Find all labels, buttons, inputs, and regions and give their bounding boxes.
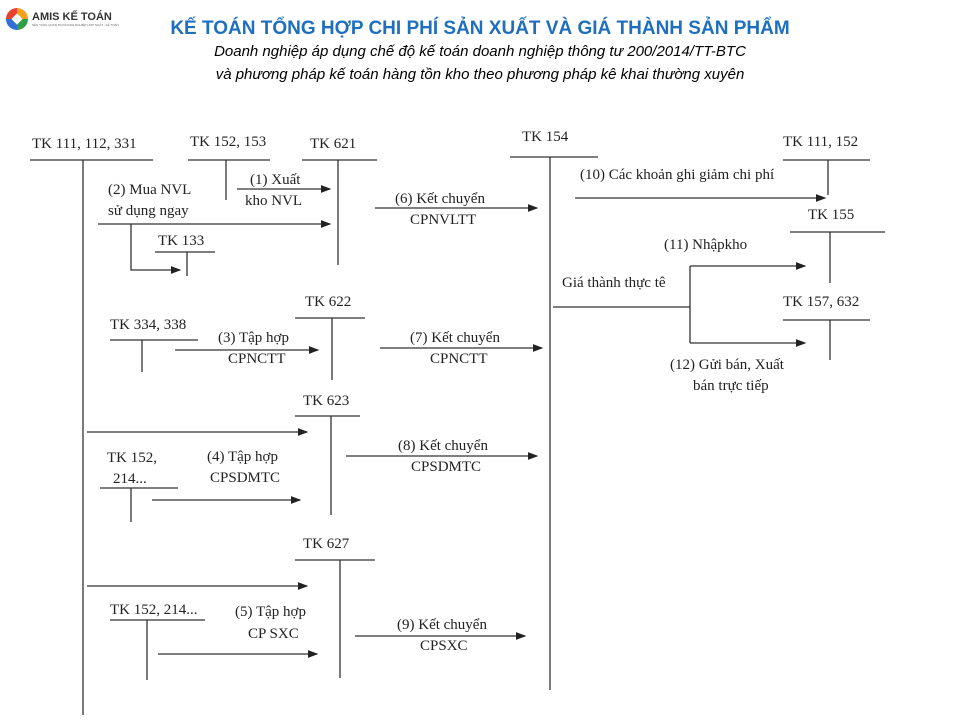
- account-label: TK 152,: [107, 450, 157, 466]
- flow-11: (11) Nhậpkho: [664, 237, 807, 270]
- flow-label: Giá thành thực tê: [562, 275, 666, 291]
- flow-label: (12) Gửi bán, Xuất: [670, 357, 785, 373]
- flow-label: (4) Tập hợp: [207, 449, 278, 465]
- t-account-623: TK 623: [295, 393, 360, 515]
- t-account-133: TK 133: [155, 233, 215, 276]
- t-account-157-632: TK 157, 632: [783, 294, 870, 360]
- t-account-155: TK 155: [790, 207, 885, 283]
- flow-label: (9) Kết chuyển: [397, 617, 487, 633]
- flow-label: (7) Kết chuyển: [410, 330, 500, 346]
- t-account-152-214-a: TK 152, 214...: [100, 450, 178, 522]
- account-label: TK 623: [303, 393, 349, 409]
- flow-label: CPSDMTC: [210, 470, 280, 486]
- account-label: TK 622: [305, 294, 351, 310]
- flow-label: (1) Xuất: [250, 172, 301, 188]
- flow-label: (6) Kết chuyển: [395, 191, 485, 207]
- account-label: 214...: [113, 471, 147, 487]
- t-account-334-338: TK 334, 338: [110, 317, 198, 372]
- t-account-111: TK 111, 112, 331: [30, 136, 153, 715]
- logo-name: AMIS KẾ TOÁN: [32, 10, 112, 23]
- account-label: TK 627: [303, 536, 350, 552]
- t-account-152-153: TK 152, 153: [188, 134, 270, 200]
- flow-2: (2) Mua NVL sử dụng ngay: [98, 182, 332, 274]
- account-label: TK 152, 214...: [110, 602, 198, 618]
- flow-label: CPNCTT: [430, 351, 488, 367]
- account-label: TK 133: [158, 233, 204, 249]
- logo-tagline: NỀN TẢNG QUẢN TRỊ DOANH NGHIỆP HỢP NHẤT …: [32, 22, 119, 27]
- flow-label: sử dụng ngay: [108, 203, 189, 219]
- subtitle-1: Doanh nghiệp áp dụng chế độ kế toán doan…: [214, 43, 746, 60]
- flow-label: (11) Nhậpkho: [664, 237, 747, 253]
- t-account-154: TK 154: [510, 129, 598, 690]
- flow-10: (10) Các khoản ghi giảm chi phí: [575, 167, 827, 202]
- account-label: TK 111, 112, 331: [32, 136, 137, 152]
- flow-label: (8) Kết chuyển: [398, 438, 488, 454]
- flow-label: CPNVLTT: [410, 212, 476, 228]
- t-account-152-214-b: TK 152, 214...: [110, 602, 205, 680]
- account-label: TK 157, 632: [783, 294, 859, 310]
- flow-label: CPNCTT: [228, 351, 286, 367]
- t-account-111-152: TK 111, 152: [783, 134, 870, 195]
- account-label: TK 111, 152: [783, 134, 858, 150]
- flow-label: CPSDMTC: [411, 459, 481, 475]
- account-label: TK 621: [310, 136, 356, 152]
- logo: AMIS KẾ TOÁN NỀN TẢNG QUẢN TRỊ DOANH NGH…: [6, 8, 119, 30]
- flow-label: CPSXC: [420, 638, 468, 654]
- t-account-627: TK 627: [295, 536, 375, 678]
- account-label: TK 152, 153: [190, 134, 266, 150]
- flow-label: (3) Tập hợp: [218, 330, 289, 346]
- flow-12: (12) Gửi bán, Xuất bán trực tiếp: [670, 357, 785, 394]
- subtitle-2: và phương pháp kế toán hàng tồn kho theo…: [215, 66, 745, 83]
- account-label: TK 155: [808, 207, 854, 223]
- flow-1: (1) Xuất kho NVL: [237, 172, 332, 209]
- account-label: TK 154: [522, 129, 569, 145]
- flow-label: CP SXC: [248, 626, 299, 642]
- flow-label: (5) Tập hợp: [235, 604, 306, 620]
- page-title: KẾ TOÁN TỔNG HỢP CHI PHÍ SẢN XUẤT VÀ GIÁ…: [170, 18, 790, 39]
- flow-5: (5) Tập hợp CP SXC: [158, 604, 319, 658]
- logo-icon: [6, 8, 28, 30]
- flow-label: bán trực tiếp: [693, 378, 769, 394]
- t-account-622: TK 622: [295, 294, 365, 380]
- account-label: TK 334, 338: [110, 317, 186, 333]
- flow-label: kho NVL: [245, 193, 302, 209]
- flow-label: (10) Các khoản ghi giảm chi phí: [580, 167, 774, 183]
- t-account-621: TK 621: [302, 136, 377, 265]
- flow-label: (2) Mua NVL: [108, 182, 191, 198]
- flow-cost: Giá thành thực tê: [553, 266, 807, 347]
